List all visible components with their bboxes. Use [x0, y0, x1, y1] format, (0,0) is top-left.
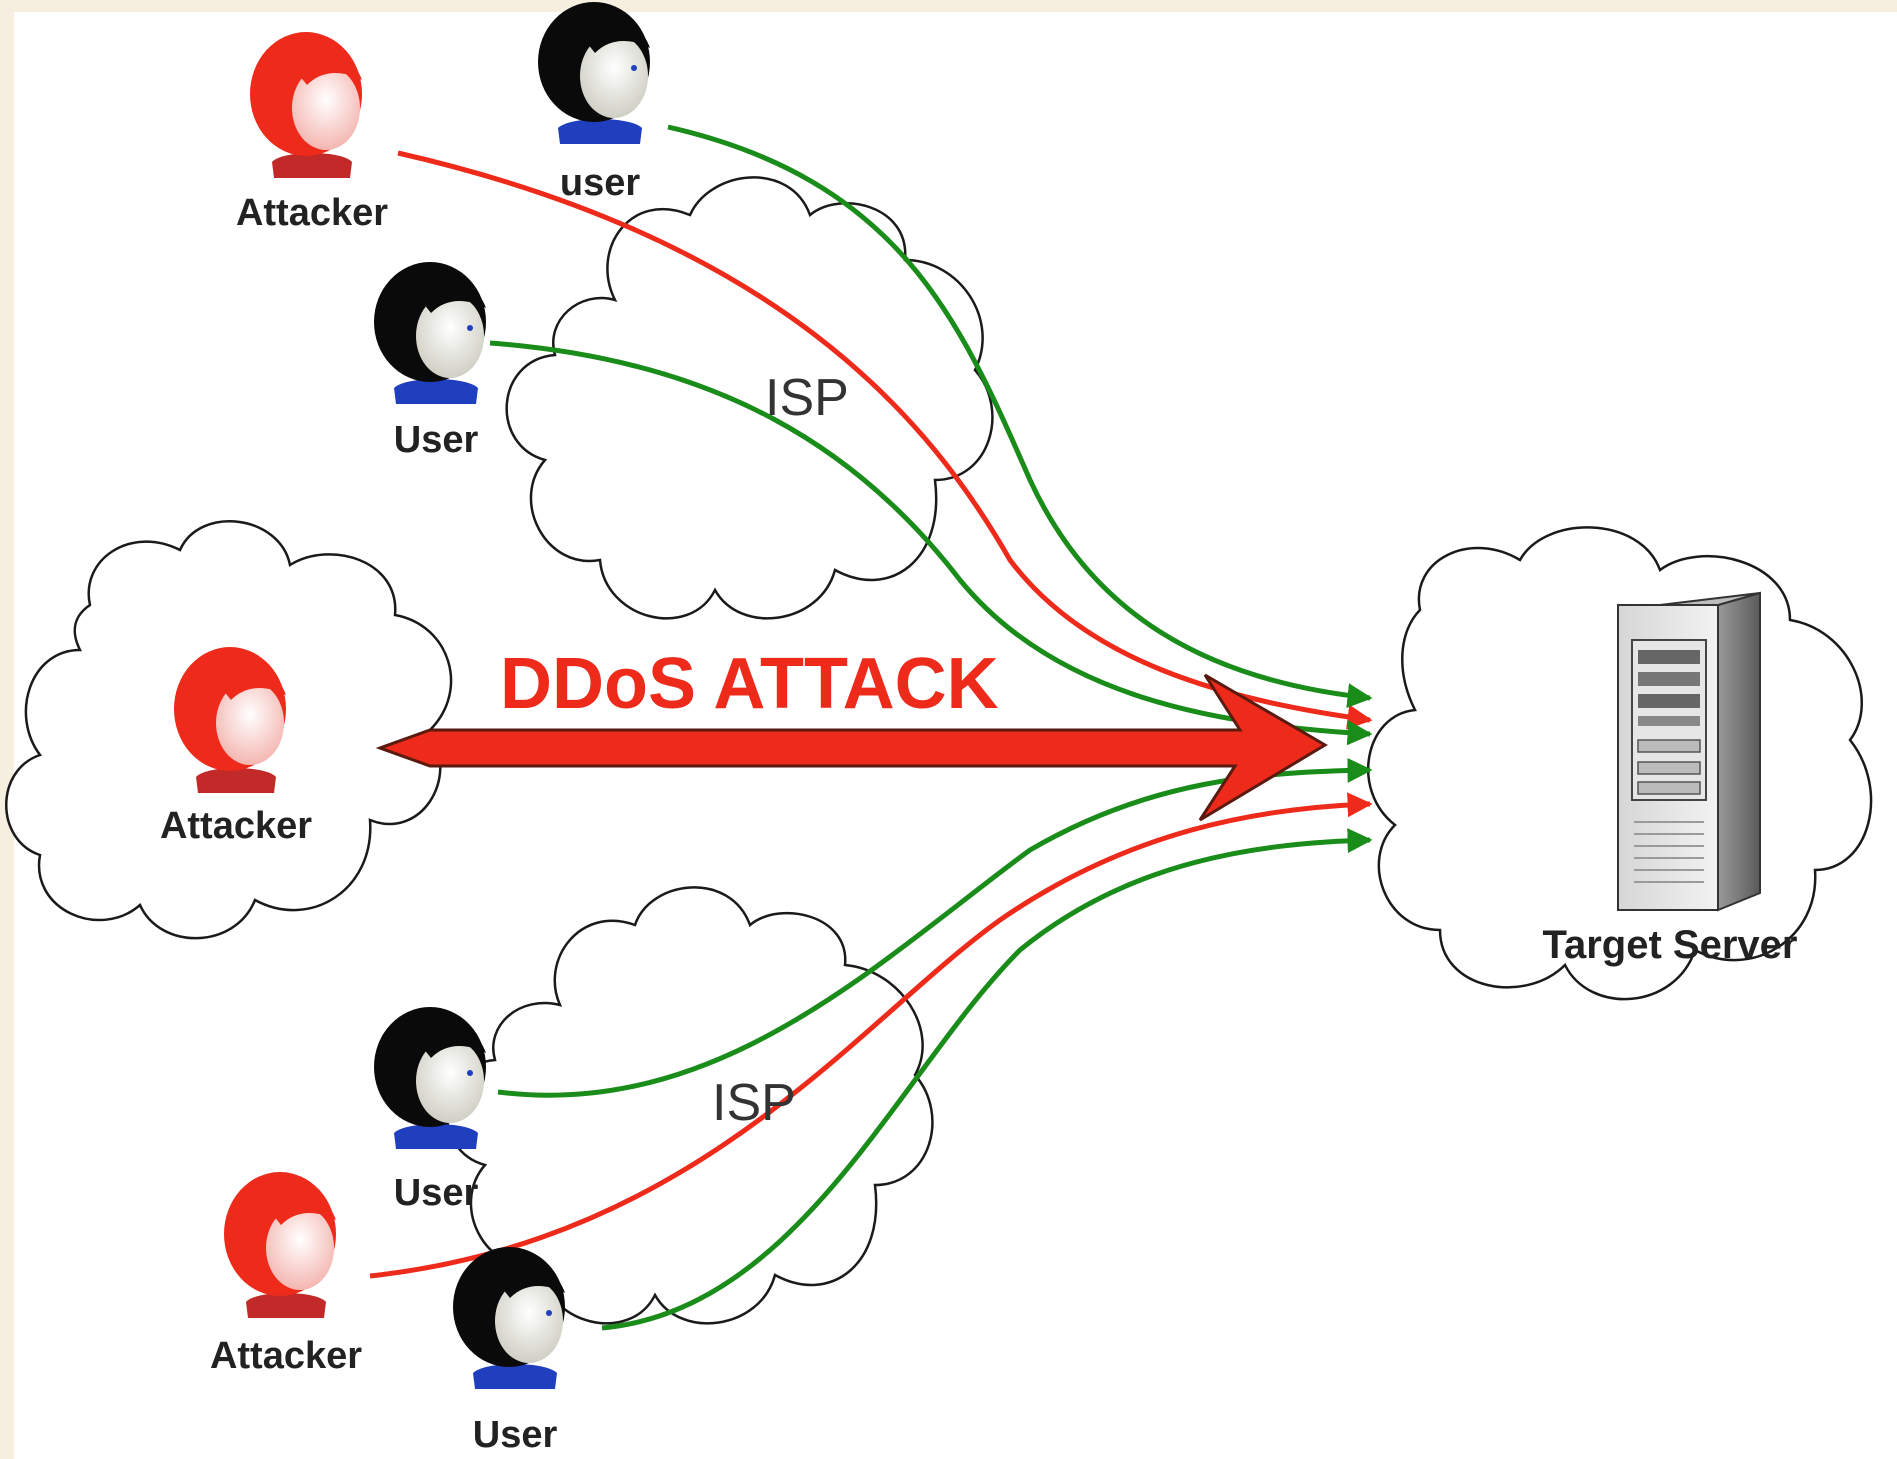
face — [416, 294, 484, 378]
target-server-label: Target Server — [1543, 923, 1798, 967]
server-bay-slot — [1637, 739, 1701, 753]
isp-cloud-bottom — [445, 886, 934, 1325]
isp-cloud-top — [505, 176, 994, 620]
shirt — [394, 379, 478, 404]
attack-line-attacker-top — [397, 150, 1373, 730]
server-bay-slot — [1638, 672, 1700, 686]
isp-label-bottom: ISP — [712, 1074, 796, 1132]
shirt — [558, 119, 642, 144]
eye — [467, 325, 473, 331]
user-label-bottom-a: User — [394, 1172, 479, 1214]
hair-fringe — [490, 1261, 565, 1298]
user-label-top: user — [560, 162, 640, 204]
user-figure-top — [538, 2, 650, 144]
server-side — [1717, 591, 1761, 912]
hair-fringe — [287, 48, 362, 85]
face — [580, 34, 648, 118]
server-icon — [1617, 591, 1761, 912]
face — [292, 66, 360, 150]
isp-label-top: ISP — [765, 369, 849, 427]
hair-fringe — [261, 1188, 336, 1225]
server-vents — [1634, 821, 1704, 883]
server-bay-slot — [1638, 694, 1700, 708]
shirt — [246, 1293, 326, 1318]
server-bay-slot — [1638, 716, 1700, 726]
server-bay-slot — [1637, 781, 1701, 795]
shirt — [196, 768, 276, 793]
eye — [631, 65, 637, 71]
attacker-figure-middle — [174, 647, 286, 793]
shirt — [394, 1124, 478, 1149]
user-figure-bottom-b — [453, 1247, 565, 1389]
shirt — [473, 1364, 557, 1389]
attack-line-attacker-bottom — [369, 792, 1373, 1279]
attacker-figure-top — [250, 32, 362, 178]
server-bay-slot — [1638, 650, 1700, 664]
eye — [467, 1070, 473, 1076]
user-figure-bottom-a — [374, 1007, 486, 1149]
ddos-attack-arrow — [375, 673, 1328, 822]
user-label-bottom-b: User — [473, 1414, 558, 1456]
hair-fringe — [411, 1021, 486, 1058]
hair-fringe — [411, 276, 486, 313]
ddos-attack-title: DDoS ATTACK — [500, 644, 999, 724]
face — [266, 1206, 334, 1290]
eye — [546, 1310, 552, 1316]
traffic-line-user-top — [667, 124, 1373, 709]
user-figure-middle — [374, 262, 486, 404]
attacker-label-top: Attacker — [236, 192, 388, 234]
hair-fringe — [575, 16, 650, 53]
traffic-line-user-middle — [489, 340, 1373, 746]
attacker-label-bottom: Attacker — [210, 1335, 362, 1377]
face — [216, 681, 284, 765]
user-label-middle: User — [394, 419, 479, 461]
server-bay-slot — [1637, 761, 1701, 775]
traffic-line-user-bottom-b — [601, 828, 1373, 1331]
attacker-figure-bottom — [224, 1172, 336, 1318]
face — [416, 1039, 484, 1123]
shirt — [272, 153, 352, 178]
face — [495, 1279, 563, 1363]
attacker-label-middle: Attacker — [160, 805, 312, 847]
hair-fringe — [211, 663, 286, 700]
